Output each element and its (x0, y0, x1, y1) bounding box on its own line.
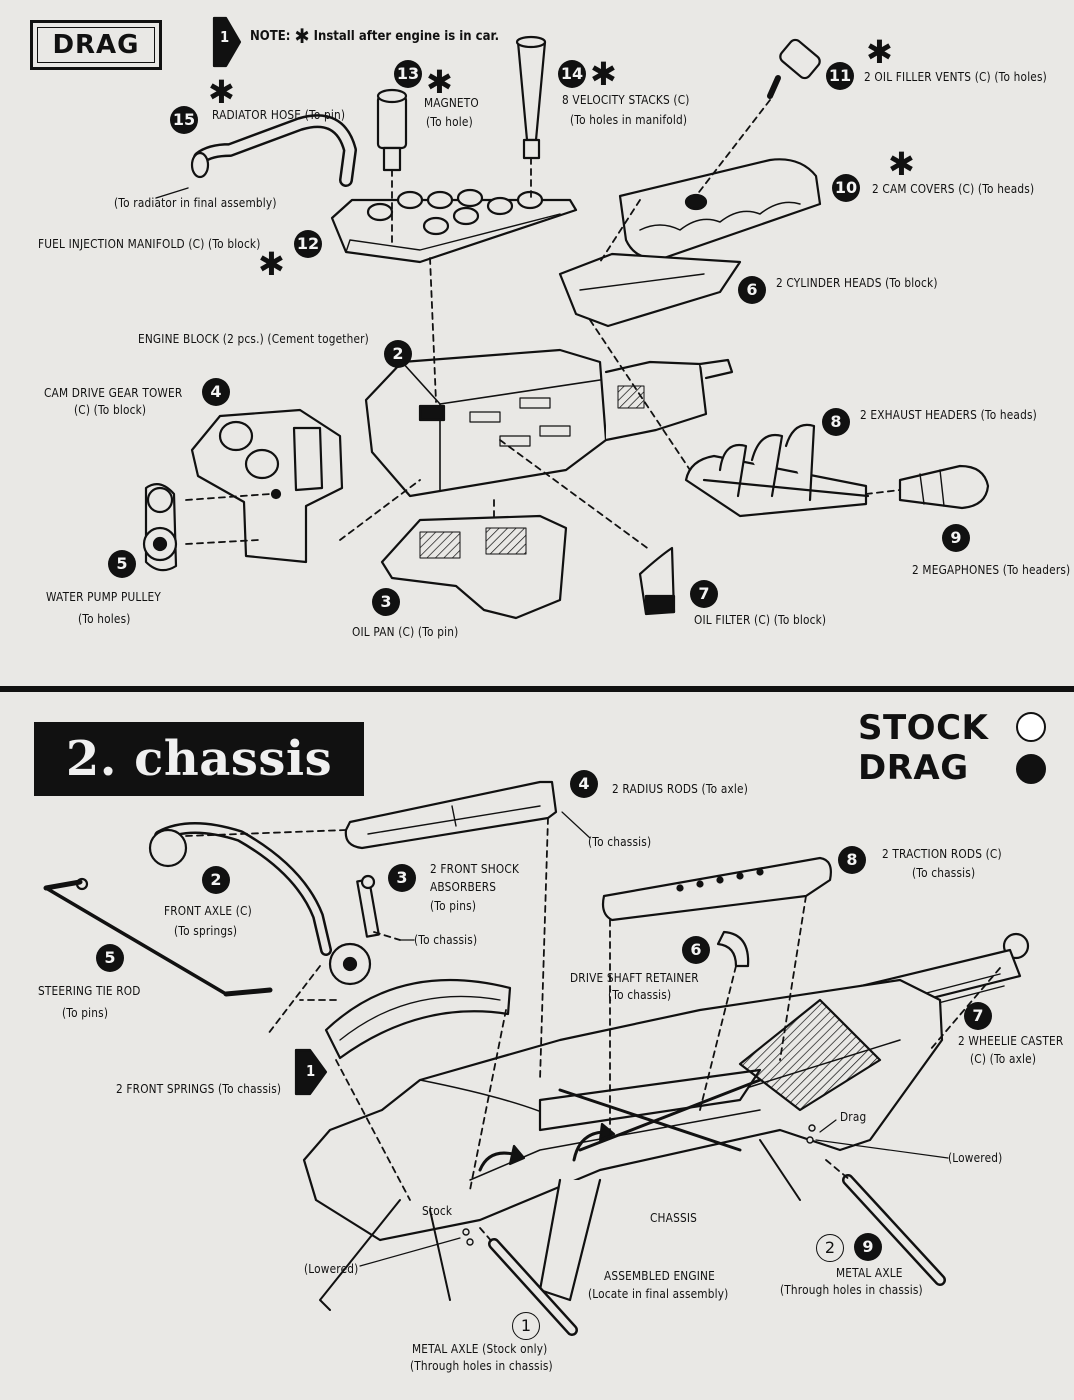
part-number-7: 7 (964, 1002, 992, 1030)
part-sublabel-cam-drive-gear-tower: (C) (To block) (74, 403, 147, 417)
part-label-cam-covers: 2 CAM COVERS (C) (To heads) (872, 182, 1035, 196)
legend-stock-label: STOCK (858, 708, 989, 748)
part-label-wheelie-caster: 2 WHEELIE CASTER (958, 1034, 1064, 1048)
legend-drag-label: DRAG (858, 748, 969, 788)
note-star-icon: ✱ (294, 24, 310, 48)
part-sublabel-steering-tie-rod: (To pins) (62, 1006, 109, 1020)
part-label-radius-rods: 2 RADIUS RODS (To axle) (612, 782, 749, 796)
assembled-engine-label: ASSEMBLED ENGINE (604, 1269, 715, 1283)
star-icon: ✱ (866, 33, 893, 71)
part-sublabel-wheelie-caster: (C) (To axle) (970, 1052, 1037, 1066)
part-number-11: 11 (826, 62, 854, 90)
drag-hole-label: Drag (840, 1110, 867, 1124)
part-number-5: 5 (108, 550, 136, 578)
part-number-14: 14 (558, 60, 586, 88)
part-sublabel-metal-axle-front: (Through holes in chassis) (410, 1359, 553, 1373)
part-label-oil-pan: OIL PAN (C) (To pin) (352, 625, 459, 639)
part-number-12: 12 (294, 230, 322, 258)
part-number-9: 9 (942, 524, 970, 552)
part-number-2-stock: 2 (816, 1234, 844, 1262)
section-title-chassis: 2. chassis (34, 722, 364, 796)
part-label-radiator-hose: RADIATOR HOSE (To pin) (212, 108, 346, 122)
part-number-4: 4 (202, 378, 230, 406)
part-label-front-axle: FRONT AXLE (C) (164, 904, 252, 918)
part-number-15: 15 (170, 106, 198, 134)
part-number-8: 8 (822, 408, 850, 436)
part-number-2: 2 (384, 340, 412, 368)
part-label-metal-axle-front: METAL AXLE (Stock only) (412, 1342, 548, 1356)
part-number-3: 3 (388, 864, 416, 892)
part-number-6: 6 (738, 276, 766, 304)
part-number-8: 8 (838, 846, 866, 874)
part-sublabel-shock-pins: (To pins) (430, 899, 477, 913)
drag-badge-text: DRAG (52, 30, 140, 60)
drag-badge: DRAG (30, 20, 162, 70)
part-number-6: 6 (682, 936, 710, 964)
part-sublabel-water-pump-pulley: (To holes) (78, 612, 131, 626)
star-icon: ✱ (208, 73, 235, 111)
part-label-cylinder-heads: 2 CYLINDER HEADS (To block) (776, 276, 938, 290)
stock-hole-label: Stock (422, 1204, 453, 1218)
part-sublabel-radius-rods: (To chassis) (588, 835, 652, 849)
note-step-number: 1 (220, 28, 230, 46)
part-label-traction-rods: 2 TRACTION RODS (C) (882, 847, 1002, 861)
part-number-10: 10 (832, 174, 860, 202)
part-sublabel-metal-axle-rear: (Through holes in chassis) (780, 1283, 923, 1297)
star-icon: ✱ (258, 245, 285, 283)
part-number-3: 3 (372, 588, 400, 616)
part-label-oil-filter: OIL FILTER (C) (To block) (694, 613, 827, 627)
note-text: Install after engine is in car. (313, 29, 500, 44)
star-icon: ✱ (590, 55, 617, 93)
assembled-engine-sublabel: (Locate in final assembly) (588, 1287, 729, 1301)
part-number-7: 7 (690, 580, 718, 608)
star-icon: ✱ (426, 63, 453, 101)
chassis-label: CHASSIS (650, 1211, 697, 1225)
part-label-steering-tie-rod: STEERING TIE ROD (38, 984, 141, 998)
part-label-megaphones: 2 MEGAPHONES (To headers) (912, 563, 1071, 577)
part-sublabel-front-axle: (To springs) (174, 924, 238, 938)
part-label-fuel-injection-manifold: FUEL INJECTION MANIFOLD (C) (To block) (38, 237, 261, 251)
star-icon: ✱ (888, 145, 915, 183)
part-label-velocity-stacks: 8 VELOCITY STACKS (C) (562, 93, 690, 107)
part-number-13: 13 (394, 60, 422, 88)
part-sublabel-magneto: (To hole) (426, 115, 473, 129)
part-label-metal-axle-rear: METAL AXLE (836, 1266, 903, 1280)
part-label-front-shock: 2 FRONT SHOCK (430, 862, 520, 876)
part-sublabel-traction-rods: (To chassis) (912, 866, 976, 880)
lowered-hole-label-right: (Lowered) (948, 1151, 1003, 1165)
part-label-exhaust-headers: 2 EXHAUST HEADERS (To heads) (860, 408, 1037, 422)
springs-step-number: 1 (306, 1062, 316, 1080)
part-number-5: 5 (96, 944, 124, 972)
part-sublabel-drive-shaft-retainer: (To chassis) (608, 988, 672, 1002)
part-sublabel-shock-chassis: (To chassis) (414, 933, 478, 947)
legend-stock-open-circle-icon (1016, 712, 1046, 742)
note: NOTE: ✱ Install after engine is in car. (250, 24, 499, 48)
part-number-4: 4 (570, 770, 598, 798)
part-number-2: 2 (202, 866, 230, 894)
note-label: NOTE: (250, 29, 291, 44)
part-label-cam-drive-gear-tower: CAM DRIVE GEAR TOWER (44, 386, 183, 400)
part-sublabel-velocity-stacks: (To holes in manifold) (570, 113, 688, 127)
part-label-absorbers: ABSORBERS (430, 880, 497, 894)
lowered-hole-label-left: (Lowered) (304, 1262, 359, 1276)
radiator-note: (To radiator in final assembly) (114, 196, 277, 210)
part-label-drive-shaft-retainer: DRIVE SHAFT RETAINER (570, 971, 699, 985)
part-label-magneto: MAGNETO (424, 96, 479, 110)
section-divider (0, 686, 1074, 692)
part-label-oil-filler-vents: 2 OIL FILLER VENTS (C) (To holes) (864, 70, 1047, 84)
part-label-engine-block: ENGINE BLOCK (2 pcs.) (Cement together) (138, 332, 369, 346)
part-number-1-stock: 1 (512, 1312, 540, 1340)
part-number-9: 9 (854, 1233, 882, 1261)
legend-drag-filled-circle-icon (1016, 754, 1046, 784)
part-label-front-springs: 2 FRONT SPRINGS (To chassis) (116, 1082, 282, 1096)
part-label-water-pump-pulley: WATER PUMP PULLEY (46, 590, 162, 604)
